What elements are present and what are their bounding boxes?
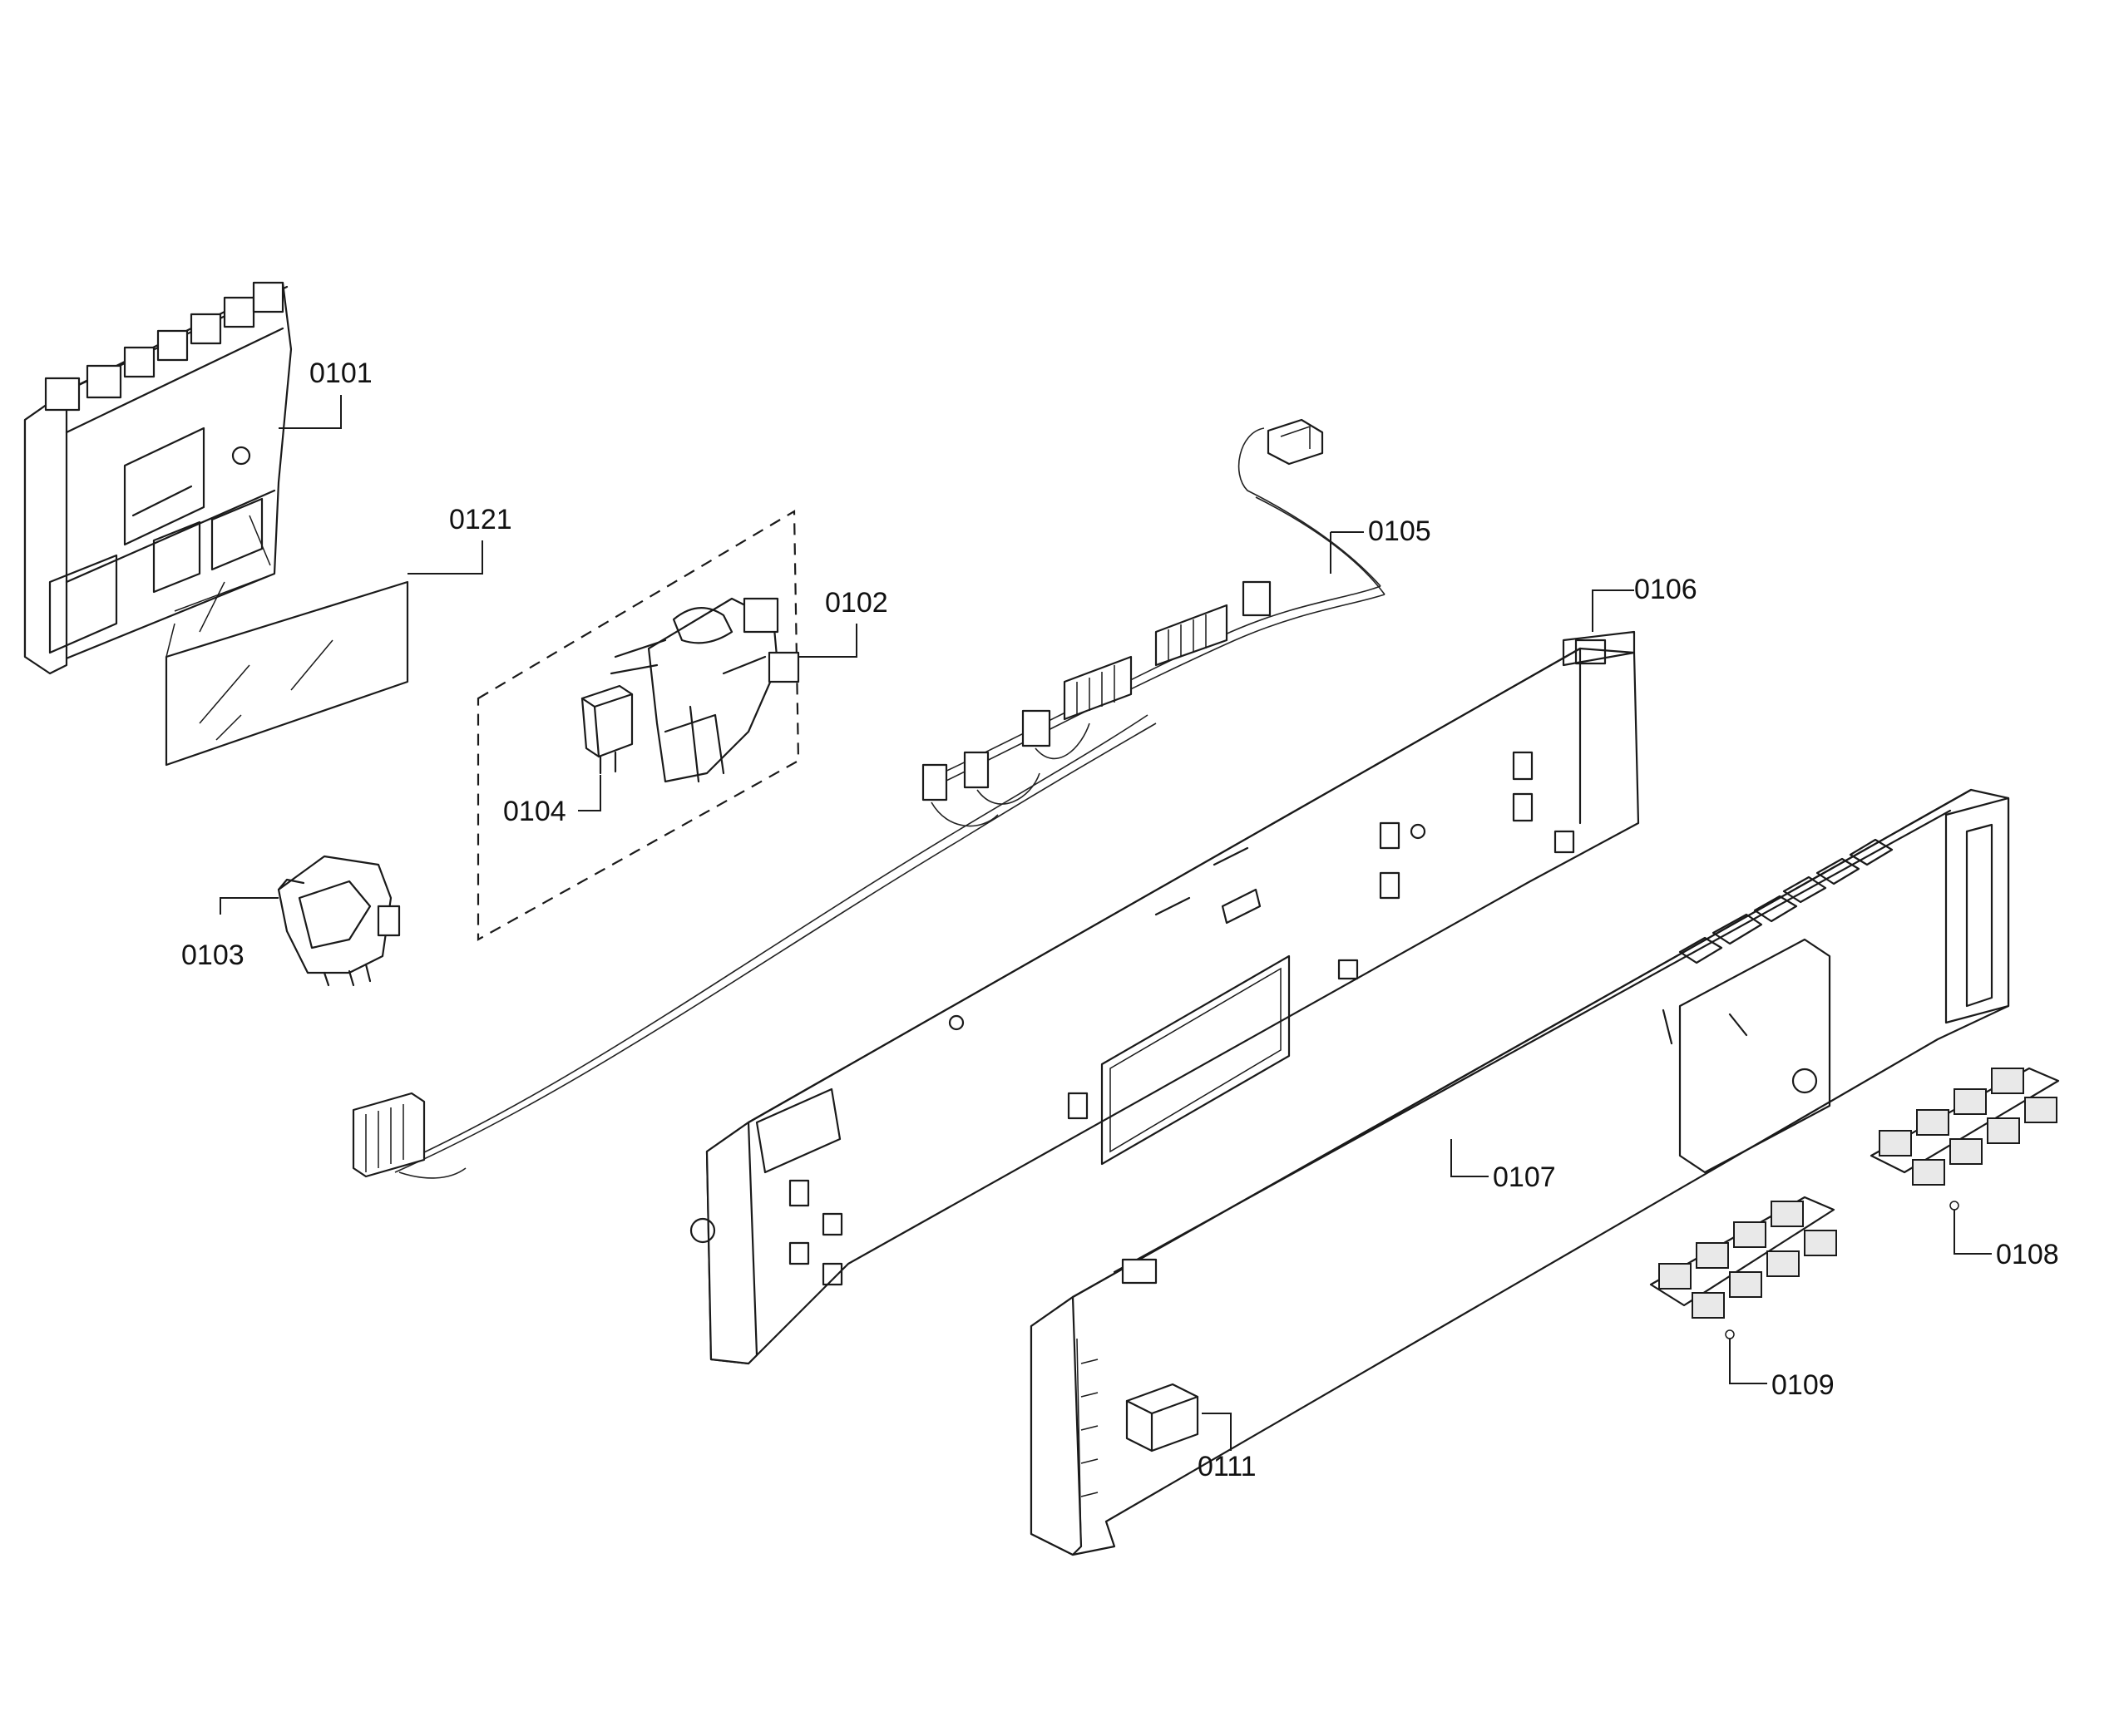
part-0103-door-switch[interactable] [277, 855, 401, 987]
callout-0104: 0104 [503, 796, 566, 827]
callout-0103: 0103 [181, 940, 244, 971]
part-0109-key-mat[interactable] [1649, 1196, 1837, 1339]
callout-0111: 0111 [1198, 1451, 1257, 1482]
part-0104-small-relay[interactable] [580, 684, 634, 775]
callout-0106: 0106 [1634, 574, 1697, 605]
callout-0102: 0102 [825, 587, 888, 619]
part-0101-control-module[interactable] [23, 281, 293, 675]
group-0102-boundary [477, 510, 800, 941]
part-0108-key-mat[interactable] [1870, 1067, 2060, 1211]
callout-0101: 0101 [309, 358, 373, 389]
part-0111-block[interactable] [1125, 1383, 1199, 1452]
callout-0107: 0107 [1493, 1161, 1556, 1193]
part-0107-front-panel[interactable] [1030, 788, 2010, 1556]
callout-0109: 0109 [1771, 1369, 1835, 1401]
part-0105-wire-harness[interactable] [352, 418, 1386, 1179]
callout-0121: 0121 [449, 504, 512, 535]
part-0121-foil[interactable] [165, 573, 409, 767]
part-0106-inner-panel[interactable] [689, 630, 1640, 1365]
callout-0105: 0105 [1368, 515, 1431, 547]
callout-0108: 0108 [1996, 1239, 2059, 1270]
part-0102-switch-assembly[interactable] [610, 597, 800, 783]
leader-lines [220, 395, 1992, 1451]
